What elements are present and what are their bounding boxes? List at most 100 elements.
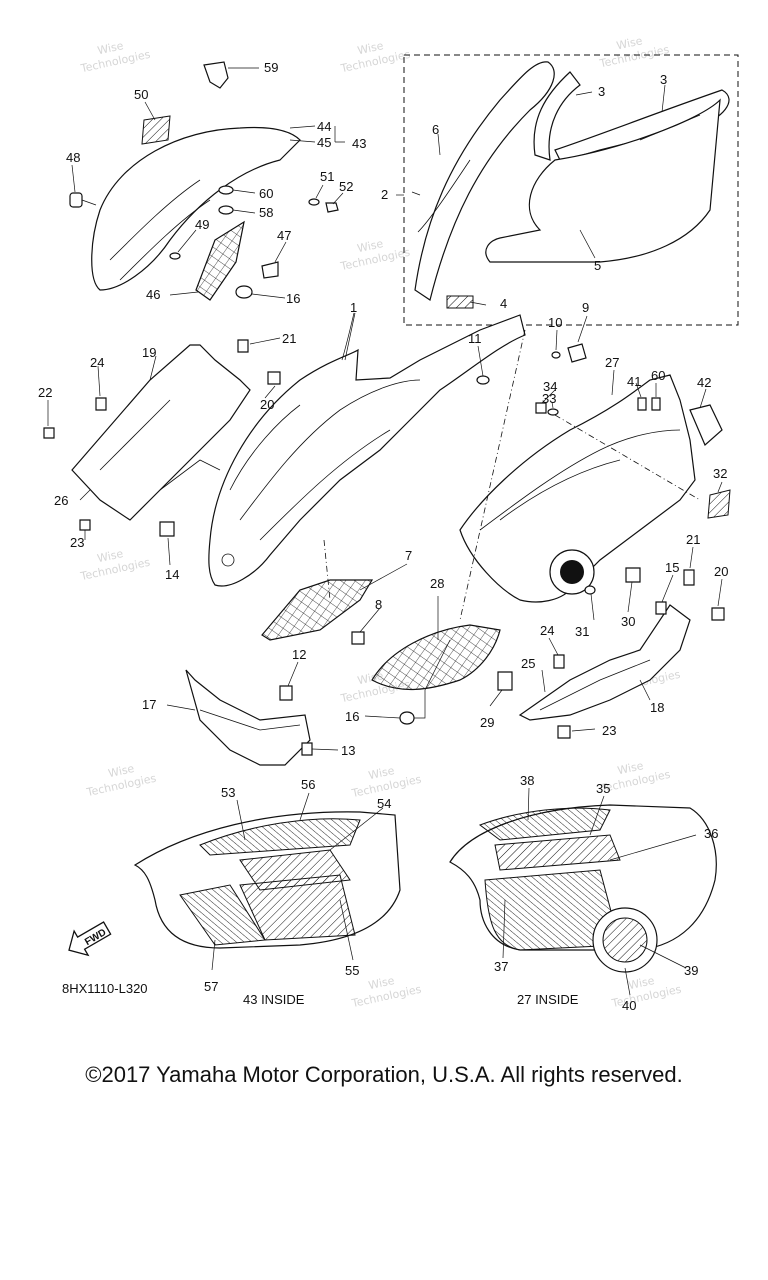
forward-arrow-icon: FWD xyxy=(68,921,112,957)
part-number: 53 xyxy=(221,785,235,800)
part-number: 9 xyxy=(582,300,589,315)
part-number: 20 xyxy=(260,397,274,412)
part-number: 5 xyxy=(594,258,601,273)
panel-19 xyxy=(71,344,251,521)
part-number: 29 xyxy=(480,715,494,730)
bolt-8 xyxy=(351,631,365,645)
fwd-label: FWD xyxy=(83,927,108,948)
emblem-4 xyxy=(446,295,474,309)
part-number: 3 xyxy=(598,84,605,99)
part-number: 13 xyxy=(341,743,355,758)
clip-29 xyxy=(497,671,513,691)
clip-15 xyxy=(655,601,667,615)
clip-24-left xyxy=(95,397,107,411)
grille-7 xyxy=(261,579,374,641)
part-number: 37 xyxy=(494,959,508,974)
part-number: 34 xyxy=(543,379,557,394)
grille-46 xyxy=(195,220,245,301)
part-number: 36 xyxy=(704,826,718,841)
part-number: 16 xyxy=(345,709,359,724)
part-number: 49 xyxy=(195,217,209,232)
part-number: 23 xyxy=(602,723,616,738)
inside-43-view xyxy=(133,811,401,949)
inside-27-view xyxy=(449,804,717,973)
bolt-9 xyxy=(567,343,587,363)
part-number: 60 xyxy=(651,368,665,383)
part-number: 56 xyxy=(301,777,315,792)
bolt-48 xyxy=(69,192,97,208)
cowl-43 xyxy=(91,126,301,291)
part-number: 38 xyxy=(520,773,534,788)
part-number: 16 xyxy=(286,291,300,306)
part-number: 54 xyxy=(377,796,391,811)
bolt-13 xyxy=(301,742,313,756)
part-number: 24 xyxy=(90,355,104,370)
inside-27-caption: 27 INSIDE xyxy=(517,992,579,1007)
part-number: 2 xyxy=(381,187,388,202)
part-number: 57 xyxy=(204,979,218,994)
clip-41 xyxy=(637,397,647,411)
panel-18 xyxy=(518,604,691,721)
part-number: 23 xyxy=(70,535,84,550)
nut-34 xyxy=(535,402,547,414)
inside-43-caption: 43 INSIDE xyxy=(243,992,305,1007)
part-number: 24 xyxy=(540,623,554,638)
nut-20-right xyxy=(711,607,725,621)
diagram-code: 8HX1110-L320 xyxy=(62,981,148,996)
watermark-word-1: Wise xyxy=(627,974,656,992)
decal-3-upper xyxy=(533,71,581,161)
watermark-word-1: Wise xyxy=(96,547,125,565)
part-number: 17 xyxy=(142,697,156,712)
grommet-16-top xyxy=(235,285,253,299)
part-number: 45 xyxy=(317,135,331,150)
bolt-22 xyxy=(43,427,55,439)
part-number: 11 xyxy=(468,331,482,346)
bolt-52 xyxy=(325,202,339,213)
part-number: 58 xyxy=(259,205,273,220)
part-number: 4 xyxy=(500,296,507,311)
cover-42 xyxy=(689,404,723,446)
part-number: 50 xyxy=(134,87,148,102)
watermark-word-1: Wise xyxy=(367,764,396,782)
washer-51 xyxy=(308,198,320,206)
part-number: 1 xyxy=(350,300,357,315)
washer-33 xyxy=(547,408,559,416)
watermark-word-1: Wise xyxy=(367,974,396,992)
part-number: 44 xyxy=(317,119,331,134)
part-number: 52 xyxy=(339,179,353,194)
part-number: 35 xyxy=(596,781,610,796)
group-2-dashed-box xyxy=(403,54,739,326)
part-number: 40 xyxy=(622,998,636,1013)
part-number: 42 xyxy=(697,375,711,390)
part-number: 33 xyxy=(542,391,556,406)
part-number: 39 xyxy=(684,963,698,978)
part-number: 8 xyxy=(375,597,382,612)
part-labels: 1 2 3 3 4 5 6 7 8 9 10 11 12 13 14 15 16… xyxy=(38,60,728,1013)
washer-11 xyxy=(476,375,490,385)
clip-14 xyxy=(159,521,175,537)
decal-6 xyxy=(414,61,555,301)
washer-58 xyxy=(218,205,234,215)
clip-60-right xyxy=(651,397,661,411)
clip-59 xyxy=(203,61,229,89)
side-cover-1 xyxy=(208,314,526,587)
part-number: 31 xyxy=(575,624,589,639)
bolt-21-right xyxy=(683,569,695,586)
part-number: 43 xyxy=(352,136,366,151)
part-number: 30 xyxy=(621,614,635,629)
part-number: 22 xyxy=(38,385,52,400)
part-number: 21 xyxy=(282,331,296,346)
part-number: 27 xyxy=(605,355,619,370)
part-number: 6 xyxy=(432,122,439,137)
bolt-21-left xyxy=(237,339,249,353)
part-number: 32 xyxy=(713,466,727,481)
grille-28 xyxy=(371,624,501,690)
clip-12 xyxy=(279,685,293,701)
part-number: 3 xyxy=(660,72,667,87)
copyright-notice: ©2017 Yamaha Motor Corporation, U.S.A. A… xyxy=(85,1062,683,1087)
nut-20-left xyxy=(267,371,281,385)
part-number: 55 xyxy=(345,963,359,978)
clip-47 xyxy=(261,261,279,279)
part-number: 41 xyxy=(627,374,641,389)
